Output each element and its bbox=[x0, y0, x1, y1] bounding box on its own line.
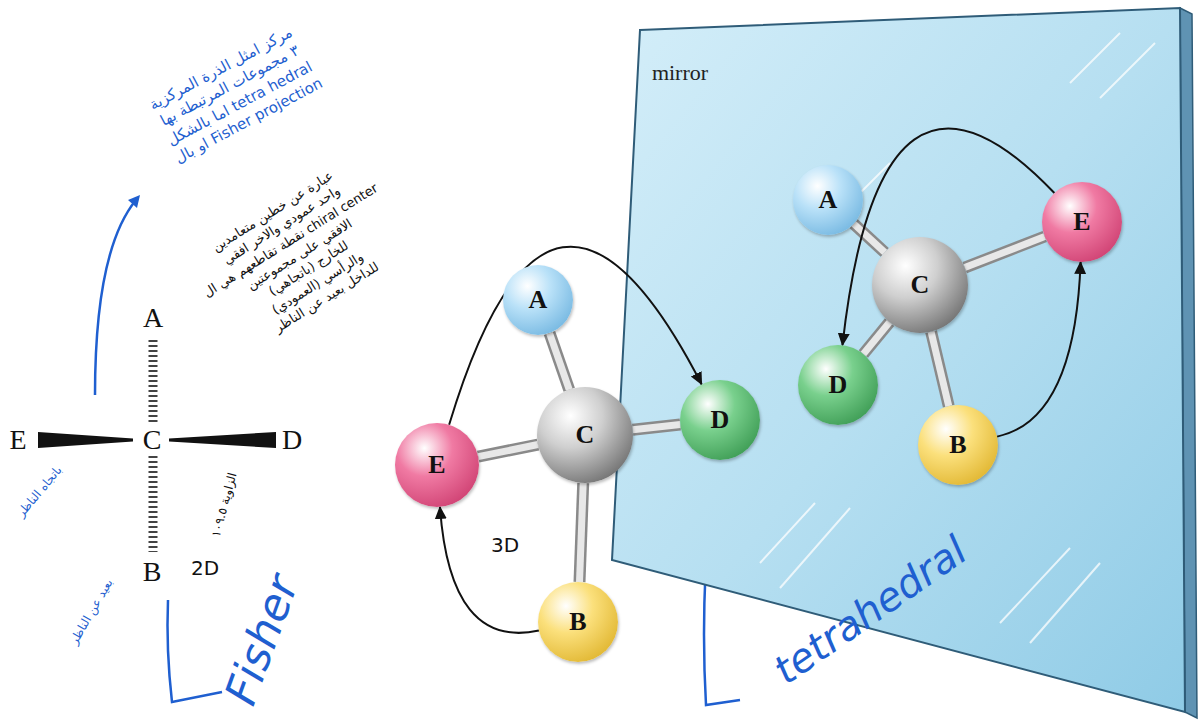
atom-sphere: A bbox=[503, 265, 573, 335]
bond-stick bbox=[478, 445, 538, 457]
atom-sphere: B bbox=[918, 405, 998, 485]
handwritten-note: 3D bbox=[491, 534, 519, 557]
bond-stick bbox=[579, 483, 583, 582]
handwritten-note: بعيد عن الناظر bbox=[68, 577, 117, 647]
atom-letter: E bbox=[428, 452, 445, 478]
fischer-group: D bbox=[282, 424, 302, 456]
bond-stick bbox=[863, 322, 889, 354]
atom-letter: B bbox=[569, 609, 586, 635]
rotation-arrow bbox=[440, 507, 539, 633]
handwritten-word: tetrahedral bbox=[765, 527, 975, 693]
handwritten-note: باتجاه الناظر bbox=[15, 464, 66, 521]
wedge-bond bbox=[169, 432, 276, 448]
atom-sphere: B bbox=[538, 582, 618, 662]
fischer-group: A bbox=[143, 302, 163, 334]
hashed-bond bbox=[149, 340, 158, 424]
wedge-bond bbox=[38, 432, 133, 448]
annotation-arrow bbox=[95, 200, 136, 395]
carbon-sphere: C bbox=[872, 237, 968, 333]
atom-sphere: E bbox=[1042, 182, 1122, 262]
atom-letter: D bbox=[711, 407, 730, 433]
rotation-arrow bbox=[842, 128, 1054, 345]
hashed-bond bbox=[149, 456, 158, 552]
handwritten-note: 2D bbox=[191, 557, 219, 580]
handwritten-note: الزاوية ١٠٩.٥ bbox=[210, 471, 240, 538]
fischer-group: E bbox=[9, 424, 26, 456]
atom-letter: C bbox=[911, 272, 930, 298]
bond-stick bbox=[931, 332, 949, 406]
fischer-group: B bbox=[143, 556, 162, 588]
bond-stick bbox=[633, 424, 681, 429]
atom-letter: C bbox=[576, 422, 595, 448]
bond-stick bbox=[550, 333, 570, 390]
rotation-arrow bbox=[997, 262, 1080, 437]
atom-letter: A bbox=[529, 287, 548, 313]
atom-sphere: D bbox=[680, 380, 760, 460]
carbon-sphere: C bbox=[537, 387, 633, 483]
atom-sphere: A bbox=[793, 165, 863, 235]
annotation-arrowhead bbox=[128, 195, 140, 208]
atom-letter: B bbox=[949, 432, 966, 458]
mirror-label: mirror bbox=[652, 60, 708, 86]
fischer-center: C bbox=[143, 424, 162, 456]
atom-letter: A bbox=[819, 187, 838, 213]
annotation-bracket bbox=[168, 600, 223, 702]
atom-sphere: D bbox=[798, 345, 878, 425]
atom-sphere: E bbox=[395, 423, 479, 507]
atom-letter: D bbox=[829, 372, 848, 398]
bond-stick bbox=[965, 236, 1045, 267]
atom-letter: E bbox=[1073, 209, 1090, 235]
handwritten-word: Fisher bbox=[215, 569, 308, 712]
